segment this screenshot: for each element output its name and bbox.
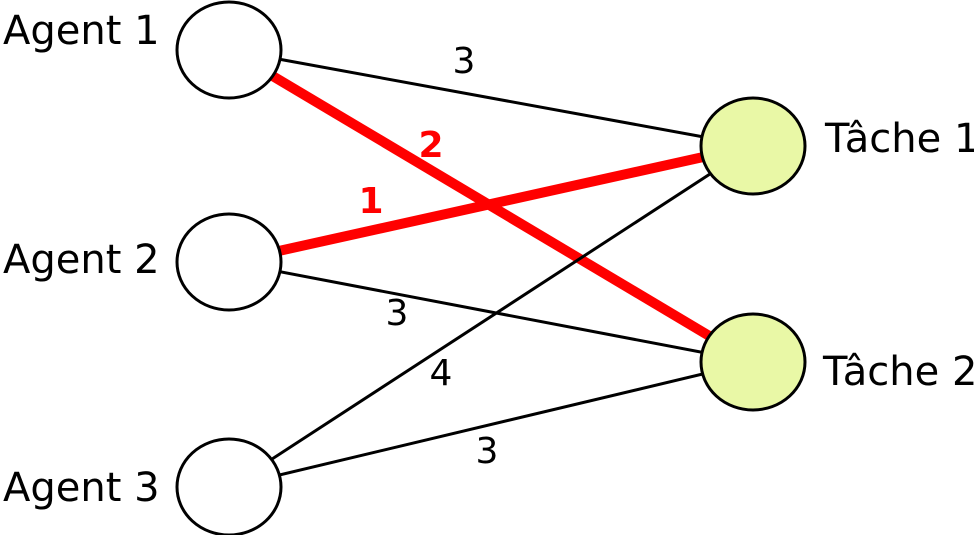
edge-weight-agent2-tache2: 3 bbox=[386, 293, 409, 334]
edge-agent1-tache1 bbox=[228, 48, 754, 148]
edge-agent3-tache1 bbox=[228, 144, 754, 489]
edge-agent3-tache2 bbox=[228, 360, 754, 489]
agent-node-agent3 bbox=[175, 437, 283, 535]
node-label-agent2: Agent 2 bbox=[3, 237, 160, 283]
task-node-tache2 bbox=[699, 312, 807, 412]
edge-weight-agent3-tache2: 3 bbox=[476, 431, 499, 472]
node-label-tache1: Tâche 1 bbox=[824, 116, 974, 162]
edge-weight-agent1-tache1: 3 bbox=[453, 41, 476, 82]
edge-weight-agent2-tache1: 1 bbox=[358, 181, 383, 222]
edge-weight-agent1-tache2: 2 bbox=[418, 125, 443, 166]
node-label-agent1: Agent 1 bbox=[3, 8, 160, 54]
assigned-edge-agent2-tache1 bbox=[227, 141, 755, 267]
node-label-agent3: Agent 3 bbox=[3, 465, 160, 511]
node-label-tache2: Tâche 2 bbox=[822, 349, 974, 395]
edge-agent2-tache2 bbox=[228, 260, 754, 364]
agent-node-agent1 bbox=[175, 0, 283, 100]
task-node-tache1 bbox=[699, 96, 807, 196]
edge-weight-agent3-tache1: 4 bbox=[430, 353, 453, 394]
agent-node-agent2 bbox=[175, 212, 283, 312]
